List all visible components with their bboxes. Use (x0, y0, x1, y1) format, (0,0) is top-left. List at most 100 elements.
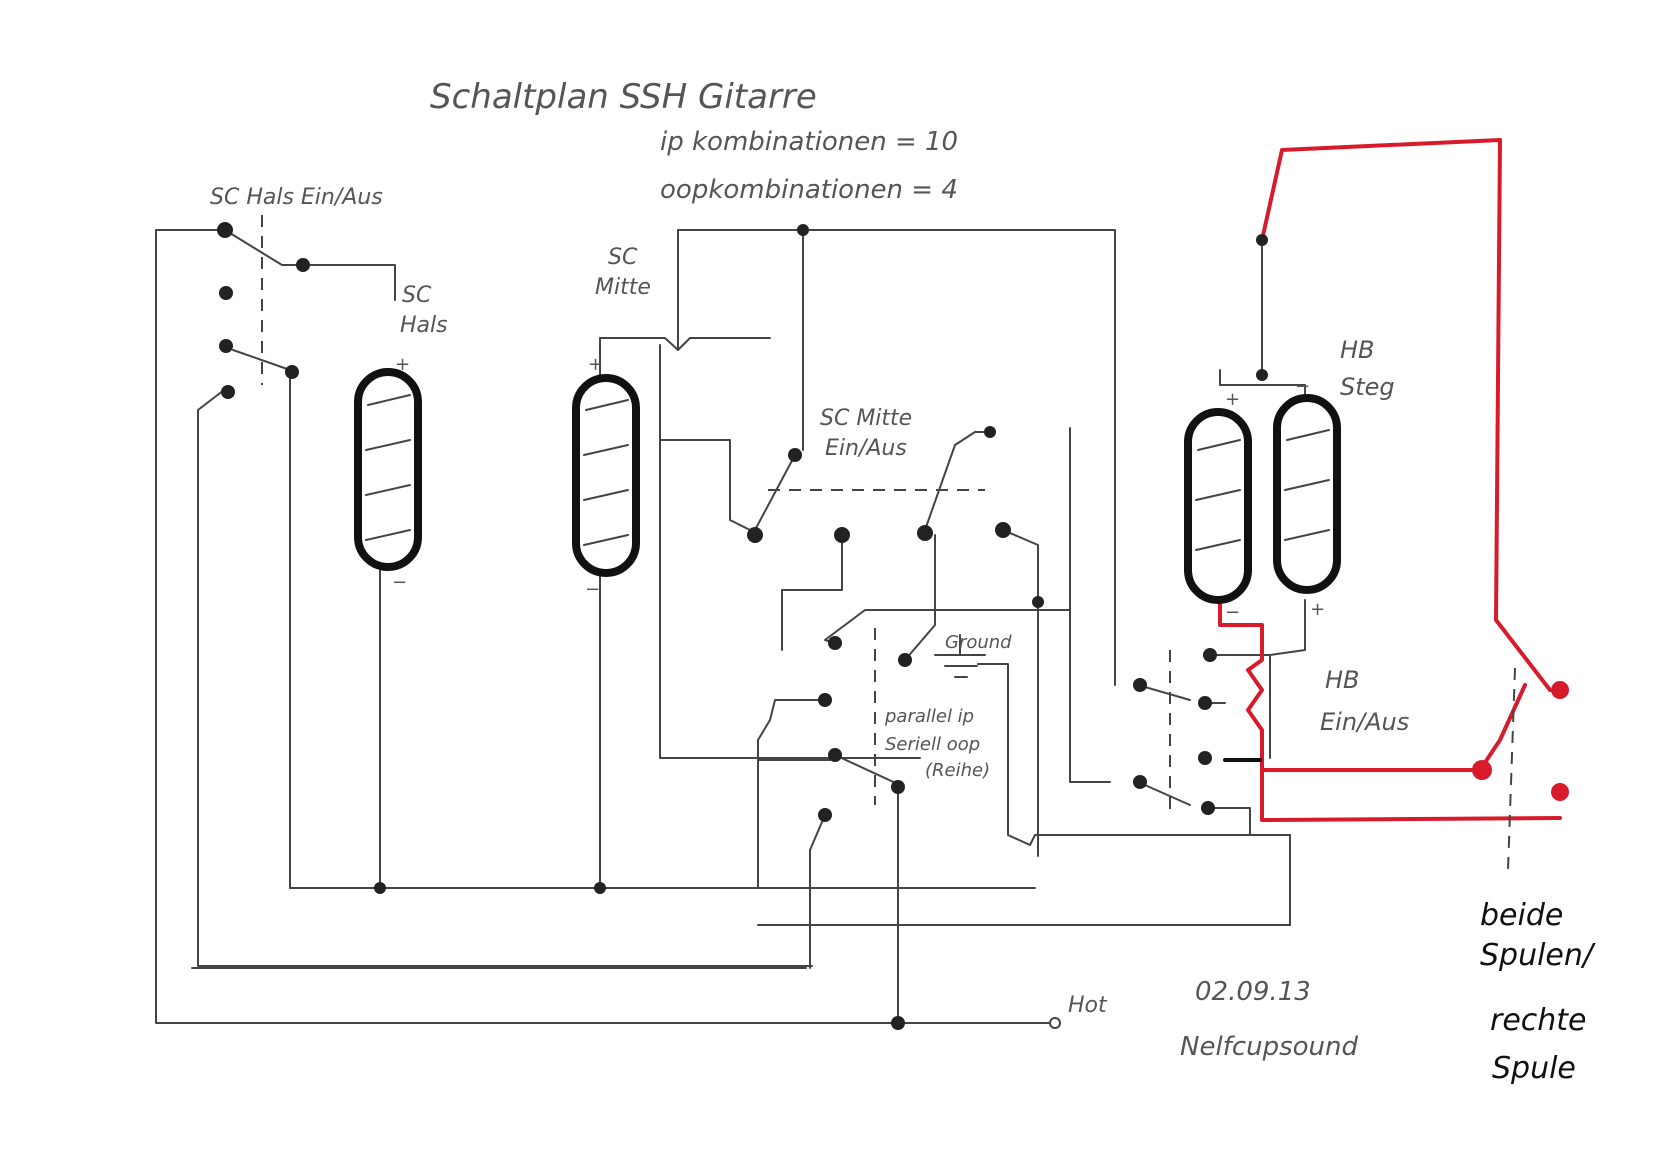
lug-hb-switch-5 (1133, 775, 1147, 789)
coil-selector-link (1507, 667, 1516, 871)
junction-hb-link (1256, 369, 1268, 381)
lug-mid-switch-1 (788, 448, 802, 462)
junction-hot (891, 1016, 905, 1030)
diagram-title: Schaltplan SSH Gitarre (430, 77, 817, 117)
lug-hb-switch-6 (1201, 801, 1215, 815)
polarity-hb-left-minus: − (1225, 602, 1240, 623)
sc-hals-hatch-3 (365, 484, 411, 496)
lug-mode-4 (828, 748, 842, 762)
hb-switch-lever-bottom (1137, 781, 1191, 806)
wire-middle-plus (599, 337, 771, 381)
wire-hb-top-link (1219, 369, 1306, 396)
sc-hals-pickup-body (354, 368, 422, 571)
wire-neck-switch-lever-2 (232, 349, 291, 371)
junction-hb-top (1256, 234, 1268, 246)
polarity-hb-right-minus: − (1295, 376, 1310, 397)
lug-mode-3 (818, 693, 832, 707)
label-mode-line-2: Seriell oop (885, 734, 980, 755)
hb-left-hatch (1197, 439, 1241, 451)
hb-right-hatch-3 (1284, 529, 1330, 541)
red-wire-switch-lever (1478, 683, 1527, 772)
hb-right-hatch (1286, 429, 1330, 441)
wire-hb-right-coil-minus (1269, 599, 1306, 656)
label-hb-steg-line-2: Steg (1340, 373, 1395, 401)
hb-steg-coil-right (1273, 394, 1341, 594)
wire-outer-loop (155, 229, 1051, 1024)
wire-hb-switch-bottom (1207, 807, 1251, 836)
sc-mitte-pickup-body (572, 374, 640, 577)
label-sc-mitte-switch-line-1: SC Mitte (820, 406, 912, 431)
sc-mitte-hatch-3 (583, 489, 629, 501)
lug-mid-switch-6 (995, 522, 1011, 538)
hb-steg-coil-left (1184, 408, 1252, 604)
lug-hb-switch-3 (1198, 696, 1212, 710)
hb-left-hatch-2 (1195, 489, 1241, 501)
label-sc-hals-line-1: SC (402, 283, 432, 308)
lug-neck-6 (221, 385, 235, 399)
polarity-hb-left-plus: + (1225, 389, 1240, 410)
lug-hb-switch-2 (1203, 648, 1217, 662)
coil-selector-lug-bottom (1551, 783, 1569, 801)
junction-mid-right (1032, 596, 1044, 608)
lug-neck-4 (219, 339, 233, 353)
lug-mode-2 (898, 653, 912, 667)
junction-middle-ground (594, 882, 606, 894)
wire-mid-switch-feed (659, 439, 761, 536)
label-hb-steg-line-1: HB (1340, 336, 1375, 364)
label-date: 02.09.13 (1195, 977, 1311, 1007)
mid-switch-lever-right (924, 431, 991, 531)
wire-mid-to-ground-lug (904, 534, 936, 661)
label-coil-selector-line-1: beide (1480, 898, 1563, 933)
wire-mid-right (1002, 529, 1039, 857)
sc-mitte-hatch-4 (583, 534, 629, 546)
lug-mode-1 (828, 636, 842, 650)
label-sc-hals-line-2: Hals (400, 313, 448, 338)
label-hb-switch-line-1: HB (1325, 666, 1360, 694)
wire-right-mid (1069, 427, 1111, 783)
hb-right-hatch-2 (1284, 479, 1330, 491)
label-signature: Nelfcupsound (1180, 1032, 1359, 1062)
wire-mode-lever-bottom (834, 754, 901, 786)
hb-left-hatch-3 (1195, 539, 1241, 551)
ip-combinations-note: ip kombinationen = 10 (660, 127, 958, 157)
label-sc-mitte-line-1: SC (608, 245, 638, 270)
wire-mode-left (757, 699, 826, 889)
label-coil-selector-line-4: Spule (1492, 1051, 1576, 1086)
hb-switch-lever-top (1137, 684, 1191, 701)
lug-mid-switch-4 (834, 527, 850, 543)
junction-neck-ground (374, 882, 386, 894)
polarity-neck-minus: − (392, 572, 407, 593)
hot-output-terminal (1049, 1017, 1061, 1029)
label-hot: Hot (1068, 993, 1108, 1018)
wire-mode-down (809, 814, 826, 969)
coil-selector-lug-mid (1472, 760, 1492, 780)
pickup-hb-steg (1184, 394, 1341, 604)
coil-split-wiring (1218, 138, 1562, 871)
lug-mode-5 (891, 780, 905, 794)
sc-hals-hatch-2 (365, 439, 411, 451)
oop-combinations-note: oopkombinationen = 4 (660, 175, 958, 205)
sc-mitte-hatch (585, 399, 629, 411)
lug-neck-2 (296, 258, 310, 272)
lug-hb-switch-1 (1133, 678, 1147, 692)
wire-mid-to-mode (781, 534, 843, 651)
red-wire-coil-tap (1218, 596, 1482, 772)
label-sc-hals-switch: SC Hals Ein/Aus (210, 185, 383, 210)
wire-neck-switch-bus (197, 389, 813, 967)
polarity-middle-plus: + (588, 354, 603, 375)
lug-neck-5 (285, 365, 299, 379)
label-sc-mitte-line-2: Mitte (595, 275, 651, 300)
label-sc-mitte-switch-line-2: Ein/Aus (825, 436, 907, 461)
red-wire-top-loop (1260, 138, 1552, 692)
lug-neck-1 (217, 222, 233, 238)
label-mode-line-3: (Reihe) (925, 760, 990, 781)
label-hb-switch-line-2: Ein/Aus (1320, 708, 1409, 736)
lug-hb-switch-4 (1198, 751, 1212, 765)
solder-points (217, 222, 1569, 1030)
mid-switch-lever-left (754, 454, 796, 531)
wire-neck-switch-lever (224, 229, 396, 301)
polarity-neck-plus: + (395, 354, 410, 375)
